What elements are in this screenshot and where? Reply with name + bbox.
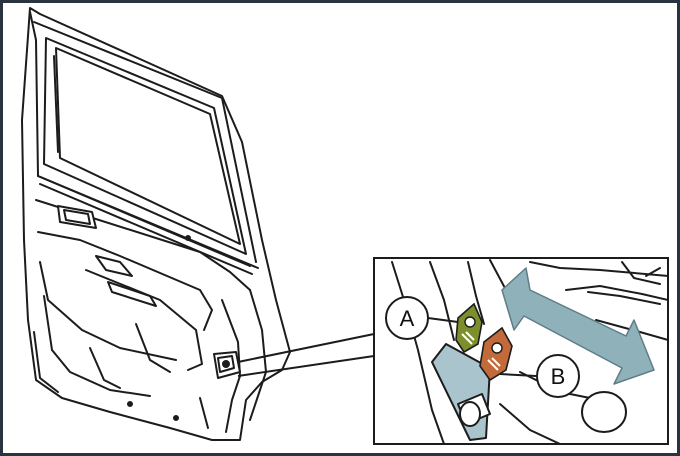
- latch-location: [214, 352, 240, 378]
- callout-a: A: [386, 297, 428, 339]
- callout-b: B: [537, 355, 579, 397]
- detail-view: A B: [374, 258, 668, 444]
- callout-a-label: A: [400, 306, 415, 331]
- door-hole-plug: [582, 392, 626, 432]
- callout-b-label: B: [551, 364, 566, 389]
